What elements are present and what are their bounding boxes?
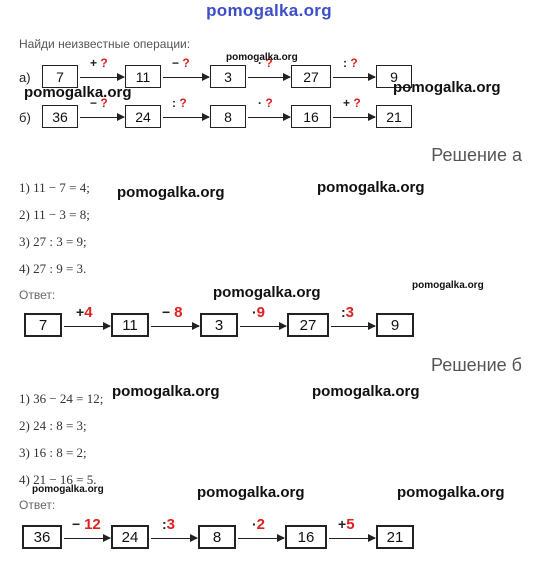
- watermark: pomogalka.org: [397, 484, 505, 501]
- answer-b-arrow-1: [64, 532, 111, 544]
- answer-a-op-1: +4: [76, 304, 93, 321]
- problem-a-op-1: + ?: [90, 56, 108, 70]
- problem-a-op-3: · ?: [258, 56, 273, 70]
- solution-a-answer-label: Ответ:: [19, 288, 56, 302]
- problem-a-op-4: : ?: [343, 56, 358, 70]
- problem-a-arrow-3: [248, 71, 291, 83]
- answer-a-arrow-3: [240, 320, 287, 332]
- problem-a-arrow-4: [333, 71, 376, 83]
- problem-b-box-3: 8: [210, 105, 246, 128]
- problem-b-box-4: 16: [291, 105, 331, 128]
- problem-a-box-4: 27: [291, 65, 331, 88]
- answer-a-arrow-2: [151, 320, 200, 332]
- answer-a-box-4: 27: [287, 313, 329, 337]
- solution-a-line-2: 2) 11 − 3 = 8;: [19, 207, 90, 222]
- answer-a-box-1: 7: [24, 313, 62, 337]
- solution-a-line-4: 4) 27 : 9 = 3.: [19, 261, 87, 276]
- watermark: pomogalka.org: [117, 184, 225, 201]
- problem-a-box-1: 7: [42, 65, 78, 88]
- watermark: pomogalka.org: [226, 52, 298, 63]
- answer-b-box-2: 24: [111, 525, 149, 549]
- problem-b-op-4: + ?: [343, 96, 361, 110]
- answer-b-arrow-4: [329, 532, 376, 544]
- answer-b-box-4: 16: [285, 525, 327, 549]
- answer-a-box-5: 9: [376, 313, 414, 337]
- task-text: Найди неизвестные операции:: [19, 37, 191, 51]
- problem-b-box-1: 36: [42, 105, 78, 128]
- row-b-label: б): [19, 110, 31, 125]
- problem-b-op-1: − ?: [90, 96, 108, 110]
- answer-a-box-3: 3: [200, 313, 238, 337]
- solution-b-line-1: 1) 36 − 24 = 12;: [19, 391, 104, 406]
- site-title: pomogalka.org: [206, 1, 332, 20]
- problem-a-arrow-1: [80, 71, 125, 83]
- answer-a-op-3: ·9: [252, 304, 266, 321]
- answer-a-arrow-4: [331, 320, 376, 332]
- answer-b-box-1: 36: [22, 525, 62, 549]
- watermark: pomogalka.org: [197, 484, 305, 501]
- row-a-label: а): [19, 70, 31, 85]
- answer-b-box-3: 8: [198, 525, 236, 549]
- watermark: pomogalka.org: [24, 84, 132, 101]
- problem-a-op-2: − ?: [172, 56, 190, 70]
- problem-b-op-3: · ?: [258, 96, 273, 110]
- answer-a-box-2: 11: [111, 313, 149, 337]
- answer-b-op-2: :3: [162, 516, 176, 533]
- watermark: pomogalka.org: [32, 484, 104, 495]
- solution-b-line-4: 4) 21 − 16 = 5.: [19, 472, 97, 487]
- problem-b-box-5: 21: [376, 105, 412, 128]
- problem-a-box-3: 3: [210, 65, 246, 88]
- answer-a-op-4: :3: [341, 304, 355, 321]
- problem-b-arrow-3: [248, 111, 291, 123]
- problem-b-arrow-1: [80, 111, 125, 123]
- problem-b-arrow-2: [163, 111, 210, 123]
- answer-b-box-5: 21: [376, 525, 414, 549]
- watermark: pomogalka.org: [312, 383, 420, 400]
- answer-b-op-3: ·2: [252, 516, 266, 533]
- solution-a-line-1: 1) 11 − 7 = 4;: [19, 180, 90, 195]
- solution-b-answer-label: Ответ:: [19, 498, 56, 512]
- answer-b-op-4: +5: [338, 516, 355, 533]
- solution-a-heading: Решение а: [431, 145, 522, 165]
- answer-a-arrow-1: [64, 320, 111, 332]
- problem-b-op-2: : ?: [172, 96, 187, 110]
- answer-a-op-2: − 8: [162, 304, 183, 321]
- watermark: pomogalka.org: [393, 79, 501, 96]
- watermark: pomogalka.org: [112, 383, 220, 400]
- solution-b-heading: Решение б: [431, 355, 522, 375]
- watermark: pomogalka.org: [412, 280, 484, 291]
- problem-b-box-2: 24: [125, 105, 161, 128]
- watermark: pomogalka.org: [213, 284, 321, 301]
- solution-b-line-2: 2) 24 : 8 = 3;: [19, 418, 87, 433]
- answer-b-op-1: − 12: [72, 516, 101, 533]
- solution-b-line-3: 3) 16 : 8 = 2;: [19, 445, 87, 460]
- problem-a-arrow-2: [163, 71, 210, 83]
- problem-a-box-5: 9: [376, 65, 412, 88]
- watermark: pomogalka.org: [317, 179, 425, 196]
- problem-b-arrow-4: [333, 111, 376, 123]
- answer-b-arrow-3: [238, 532, 285, 544]
- solution-a-line-3: 3) 27 : 3 = 9;: [19, 234, 87, 249]
- answer-b-arrow-2: [151, 532, 198, 544]
- problem-a-box-2: 11: [125, 65, 161, 88]
